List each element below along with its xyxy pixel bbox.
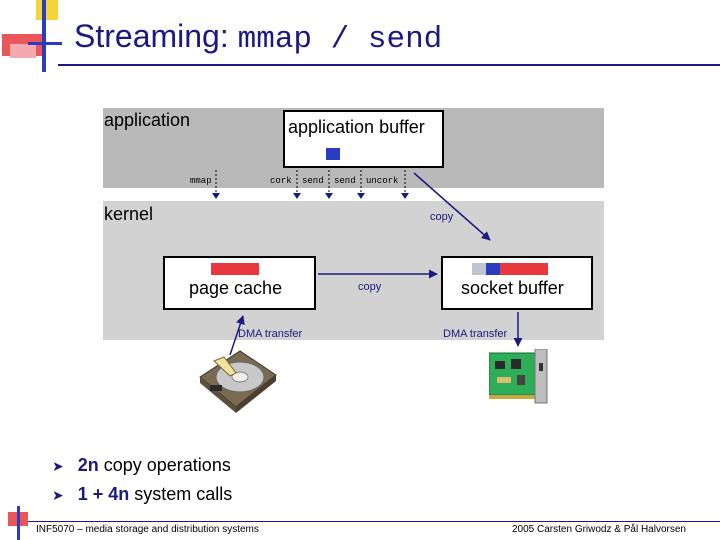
syscall-tick-uncork [401,170,409,199]
footer-logo-bar-blue [17,506,20,540]
copy-label-top: copy [430,211,454,223]
bullet-bold: 2n [77,455,99,475]
application-label: application [104,110,191,130]
syscall-cork: cork [270,176,292,186]
syscall-send-2: send [334,176,356,186]
bullet-text: system calls [129,484,233,504]
logo-square-pink [10,44,36,58]
bullet-arrow-icon: ➤ [52,458,64,474]
slide-title: Streaming: mmap / send [74,18,442,57]
hard-disk-icon [199,350,277,413]
bullet-text: copy operations [98,455,231,475]
logo-square-yellow [36,0,58,20]
bullet-arrow-icon: ➤ [52,487,64,503]
logo-bar-blue-horizontal [28,42,62,45]
bullet-item: ➤ 1 + 4n system calls [52,484,232,505]
syscall-tick-mmap [212,170,220,199]
syscall-tick-send-1 [325,170,333,199]
page-cache-data-block [211,263,259,275]
dma-transfer-label-right: DMA transfer [443,328,508,340]
title-call-send: send [367,22,443,57]
title-call-mmap: mmap [237,22,313,57]
dma-arrow-left [229,315,245,356]
syscall-tick-cork [293,170,301,199]
logo-bar-blue-vertical [42,0,46,72]
socket-buffer-box: socket buffer [441,256,593,310]
title-underline [58,64,720,66]
kernel-label: kernel [104,204,154,224]
footer-rule [28,521,720,522]
syscall-send-1: send [302,176,324,186]
application-buffer-label: application buffer [288,117,425,137]
syscall-tick-send-2 [357,170,365,199]
title-separator: / [312,22,368,57]
bullet-item: ➤ 2n copy operations [52,455,231,476]
footer-authors: 2005 Carsten Griwodz & Pål Halvorsen [512,524,686,535]
socket-buffer-red-block [500,263,548,275]
syscall-mmap: mmap [190,176,212,186]
socket-buffer-gray-block [472,263,486,275]
application-buffer-box: application buffer [283,110,444,168]
app-buffer-data-block [326,148,340,160]
network-card-icon [489,349,548,404]
page-cache-label: page cache [189,278,283,298]
socket-buffer-blue-block [486,263,500,275]
footer-course: INF5070 – media storage and distribution… [36,524,259,535]
dma-transfer-label-left: DMA transfer [238,328,303,340]
socket-buffer-label: socket buffer [461,278,564,298]
copy-arrow-top [413,172,491,241]
bullet-bold: 1 + 4n [77,484,130,504]
title-prefix: Streaming: [74,18,238,54]
syscall-uncork: uncork [366,176,399,186]
copy-label-middle: copy [358,281,382,293]
page-cache-box: page cache [163,256,316,310]
